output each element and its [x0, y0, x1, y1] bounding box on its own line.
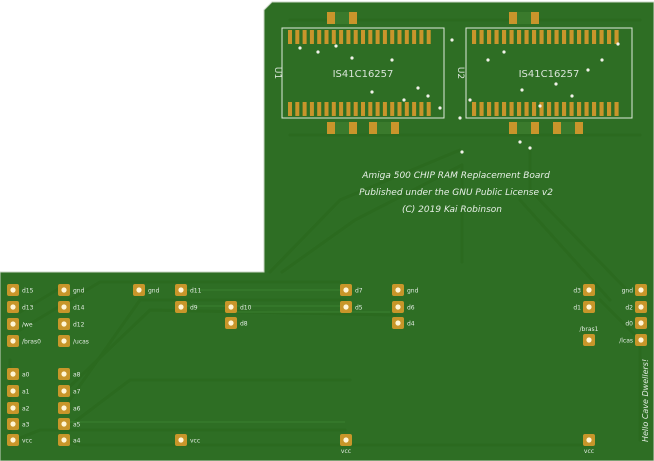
pad-d14: d14: [58, 301, 85, 313]
pad-label: /lcas: [619, 338, 633, 345]
pad-d2: d2: [625, 301, 647, 313]
pad-a6: a6: [58, 402, 81, 414]
pad-a5: a5: [58, 418, 81, 430]
pad-label: gnd: [148, 288, 160, 295]
pad-label: d13: [22, 305, 34, 312]
board-title: Amiga 500 CHIP RAM Replacement Board: [361, 171, 550, 181]
pad-label: d6: [407, 305, 415, 312]
chip-ref-label: U2: [455, 67, 465, 79]
pad-label: a4: [73, 438, 81, 445]
pad-a1: a1: [7, 385, 30, 397]
pad-label: a1: [22, 389, 30, 396]
capacitors: [327, 12, 583, 134]
pad-d12: d12: [58, 318, 85, 330]
pad-label: gnd: [73, 288, 85, 295]
pad-label: d0: [625, 321, 633, 328]
chip-part-label: IS41C16257: [519, 69, 580, 80]
pad-vcc-3: vcc: [583, 434, 595, 455]
pad-a7: a7: [58, 385, 81, 397]
pad-a8: a8: [58, 368, 81, 380]
pad-label: gnd: [407, 288, 419, 295]
chips: IS41C16257 U1 IS41C16257 U2: [272, 27, 633, 119]
pad-label: d14: [73, 305, 85, 312]
pad-a0: a0: [7, 368, 30, 380]
pad-label: d3: [573, 288, 581, 295]
pad-label: a2: [22, 406, 30, 413]
pad-bras0: /bras0: [7, 335, 41, 347]
pad-label: d10: [240, 305, 252, 312]
pad-label: d15: [22, 288, 34, 295]
board-greeting: Hello Cave Dwellers!: [641, 359, 650, 442]
pad-d9: d9: [175, 301, 198, 313]
pad-label: vcc: [190, 438, 200, 445]
pad-label: /ucas: [73, 339, 89, 346]
pad-d15: d15: [7, 284, 34, 296]
vias: [298, 38, 620, 154]
chip-part-label: IS41C16257: [333, 69, 394, 80]
pad-d11: d11: [175, 284, 202, 296]
pad-gnd: gnd: [392, 284, 419, 296]
pad-gnd: gnd: [133, 284, 160, 296]
pad-d8: d8: [225, 317, 248, 329]
pad-label: d11: [190, 288, 202, 295]
pad-label: vcc: [584, 448, 594, 455]
pad-a2: a2: [7, 402, 30, 414]
pads: d15 gnd d13 d14/we d12/bras0/ucas a0 a8 a1 a7 a2 a…: [7, 284, 647, 455]
pad-we: /we: [7, 318, 33, 330]
pad-bras1: /bras1: [580, 326, 599, 346]
pad-label: d5: [355, 305, 363, 312]
pad-gnd: gnd: [622, 284, 647, 296]
pad-d4: d4: [392, 317, 415, 329]
pad-label: /bras1: [580, 326, 599, 333]
pad-d10: d10: [225, 301, 252, 313]
pad-d0: d0: [625, 317, 647, 329]
pad-label: d4: [407, 321, 415, 328]
pad-vcc: vcc: [175, 434, 200, 446]
pad-label: a7: [73, 389, 81, 396]
pad-d1: d1: [573, 301, 595, 313]
pad-ucas: /ucas: [58, 335, 89, 347]
pad-label: vcc: [22, 438, 32, 445]
pad-label: vcc: [341, 448, 351, 455]
pad-gnd: gnd: [58, 284, 85, 296]
pad-a3: a3: [7, 418, 30, 430]
pad-label: a6: [73, 406, 81, 413]
pad-label: /we: [22, 322, 33, 329]
chip-ref-label: U1: [272, 67, 282, 79]
pad-vcc: vcc: [7, 434, 32, 446]
pad-d3: d3: [573, 284, 595, 296]
chip-u2: IS41C16257 U2: [455, 27, 633, 119]
chip-u1: IS41C16257 U1: [272, 27, 445, 119]
pad-label: d7: [355, 288, 363, 295]
pad-label: /bras0: [22, 339, 41, 346]
pad-d5: d5: [340, 301, 363, 313]
pad-vcc-2: vcc: [340, 434, 352, 455]
pad-a4: a4: [58, 434, 81, 446]
pad-label: gnd: [622, 288, 634, 295]
pad-label: d9: [190, 305, 198, 312]
pad-label: d1: [573, 305, 581, 312]
board-copyright: (C) 2019 Kai Robinson: [402, 205, 502, 215]
pad-label: d12: [73, 322, 85, 329]
pad-d13: d13: [7, 301, 34, 313]
pad-label: a3: [22, 422, 30, 429]
pad-label: d2: [625, 305, 633, 312]
bus-lines: [60, 289, 390, 423]
board-license: Published under the GNU Public License v…: [359, 188, 553, 198]
pad-d7: d7: [340, 284, 363, 296]
pad-label: d8: [240, 321, 248, 328]
pad-label: a8: [73, 372, 81, 379]
pad-label: a5: [73, 422, 81, 429]
pad-lcas: /lcas: [619, 334, 647, 346]
pad-label: a0: [22, 372, 30, 379]
pad-d6: d6: [392, 301, 415, 313]
